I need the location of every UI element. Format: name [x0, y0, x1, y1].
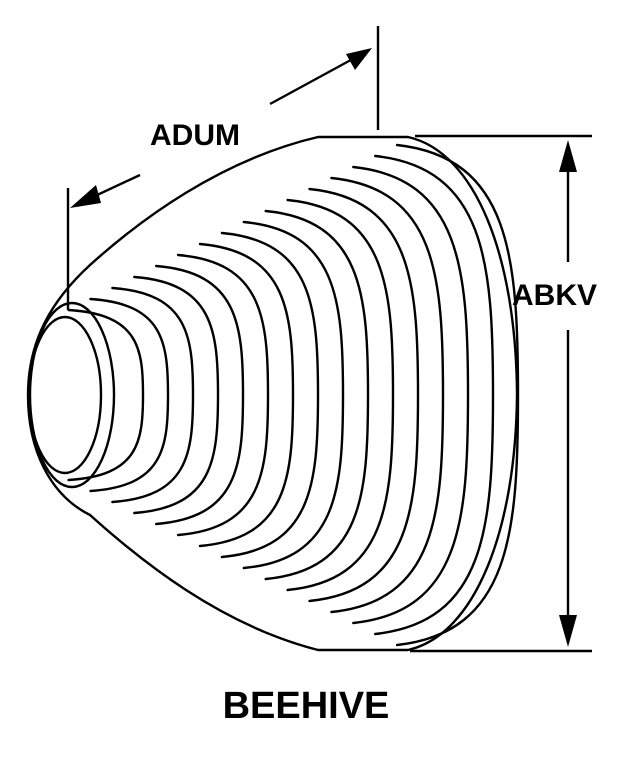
- adum-arrowhead-left: [70, 185, 101, 208]
- beehive-ring: [242, 220, 345, 570]
- adum-arrowhead-right: [346, 48, 372, 70]
- diagram-title: BEEHIVE: [223, 685, 390, 727]
- beehive-rings: [67, 143, 520, 647]
- beehive-ring: [67, 308, 145, 482]
- beehive-ring: [374, 154, 495, 636]
- beehive-end-cap-inner: [28, 301, 116, 489]
- beehive-ring: [395, 143, 520, 647]
- beehive-ring: [198, 242, 295, 548]
- abkv-label: ABKV: [512, 279, 597, 312]
- adum-arrow-line-right: [269, 53, 361, 106]
- abkv-arrowhead-top: [559, 140, 577, 172]
- beehive-ring: [286, 198, 395, 592]
- beehive-end-cap: [27, 315, 103, 475]
- beehive-ring: [264, 209, 370, 581]
- beehive-ring: [352, 165, 470, 625]
- adum-label: ADUM: [150, 119, 240, 152]
- beehive-ring: [155, 264, 245, 526]
- beehive-ring: [133, 275, 220, 515]
- beehive-ring: [330, 176, 445, 614]
- beehive-ring: [220, 231, 320, 559]
- beehive-ring: [308, 187, 420, 603]
- beehive-outline: [26, 135, 519, 652]
- abkv-arrowhead-bottom: [559, 615, 577, 647]
- beehive-ring: [111, 286, 195, 504]
- beehive-ring: [176, 253, 270, 537]
- beehive-ring: [89, 297, 170, 493]
